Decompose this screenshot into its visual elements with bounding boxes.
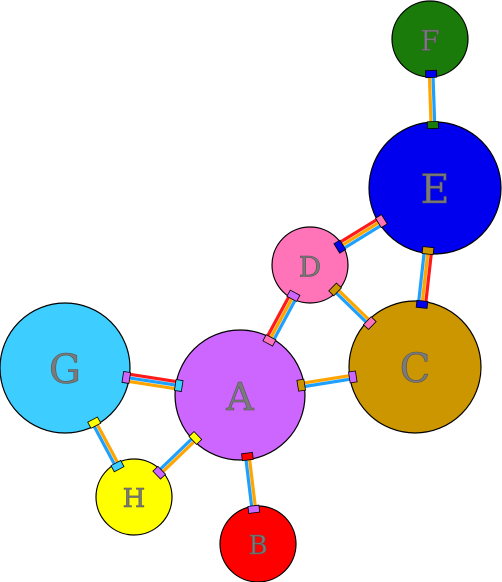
port-marker	[328, 282, 343, 297]
node-b[interactable]: B	[219, 505, 297, 582]
edge-stripe	[266, 295, 291, 337]
edge-stripe	[343, 224, 382, 250]
edge-D-C	[334, 289, 371, 324]
edge-stripe	[244, 459, 254, 507]
edge-stripe	[129, 372, 177, 384]
node-g[interactable]: G	[0, 302, 131, 434]
edge-stripe	[159, 437, 194, 471]
edge-A-G	[128, 372, 177, 391]
node-f[interactable]: F	[391, 0, 469, 78]
edge-E-F	[427, 76, 437, 123]
edge-stripe	[341, 221, 380, 247]
node-circle[interactable]	[0, 302, 131, 434]
port-marker	[362, 316, 377, 331]
port-marker	[296, 378, 307, 392]
edge-stripe	[269, 297, 294, 339]
edge-E-C	[417, 253, 433, 302]
port-marker	[333, 239, 347, 254]
edge-stripe	[95, 423, 120, 464]
edge-A-H	[159, 437, 196, 474]
edge-stripe	[161, 440, 196, 474]
node-label: H	[123, 484, 146, 514]
edge-A-D	[266, 295, 297, 341]
port-marker	[87, 416, 102, 429]
edge-A-B	[244, 459, 257, 507]
edge-stripe	[128, 376, 177, 387]
node-h[interactable]: H	[95, 458, 173, 536]
port-marker	[415, 299, 429, 309]
port-marker	[421, 246, 435, 256]
node-circle[interactable]	[174, 329, 306, 461]
node-label: G	[49, 347, 81, 393]
node-d[interactable]: D	[271, 226, 349, 304]
port-marker	[426, 120, 439, 130]
edge-stripe	[417, 253, 426, 302]
edge-stripe	[247, 459, 257, 507]
node-label: B	[248, 531, 267, 561]
edge-stripe	[334, 291, 368, 324]
node-label: D	[299, 251, 321, 284]
node-circle[interactable]	[95, 458, 173, 536]
node-a[interactable]: A	[174, 329, 306, 461]
node-e[interactable]: E	[368, 121, 502, 255]
port-marker	[110, 459, 125, 473]
port-marker	[425, 69, 438, 79]
edge-stripe	[337, 289, 371, 321]
node-label: E	[420, 167, 449, 213]
edge-G-H	[92, 423, 120, 466]
port-marker	[262, 334, 277, 347]
port-marker	[348, 370, 358, 384]
edge-stripe	[304, 377, 351, 389]
node-circle[interactable]	[271, 226, 349, 304]
port-marker	[173, 379, 184, 392]
port-marker	[188, 431, 203, 445]
edge-stripe	[272, 299, 297, 341]
port-marker	[152, 465, 167, 480]
edge-stripe	[339, 218, 378, 244]
edge-stripe	[92, 425, 116, 466]
ports-layer	[87, 69, 439, 514]
edge-stripe	[128, 379, 176, 391]
edges-layer	[92, 76, 437, 507]
edge-D-E	[339, 218, 382, 250]
port-marker	[121, 371, 132, 384]
node-label: C	[400, 346, 431, 392]
edge-A-C	[303, 374, 351, 389]
node-label: A	[225, 375, 254, 419]
port-marker	[374, 213, 388, 229]
node-circle[interactable]	[348, 300, 482, 434]
port-marker	[241, 451, 254, 462]
port-marker	[286, 289, 301, 303]
edge-stripe	[303, 374, 350, 385]
edge-stripe	[427, 76, 433, 123]
edge-stripe	[424, 253, 433, 302]
node-label: F	[420, 25, 439, 58]
node-c[interactable]: C	[348, 300, 482, 434]
edge-stripe	[431, 76, 437, 123]
edge-stripe	[420, 253, 430, 302]
port-marker	[247, 504, 261, 514]
